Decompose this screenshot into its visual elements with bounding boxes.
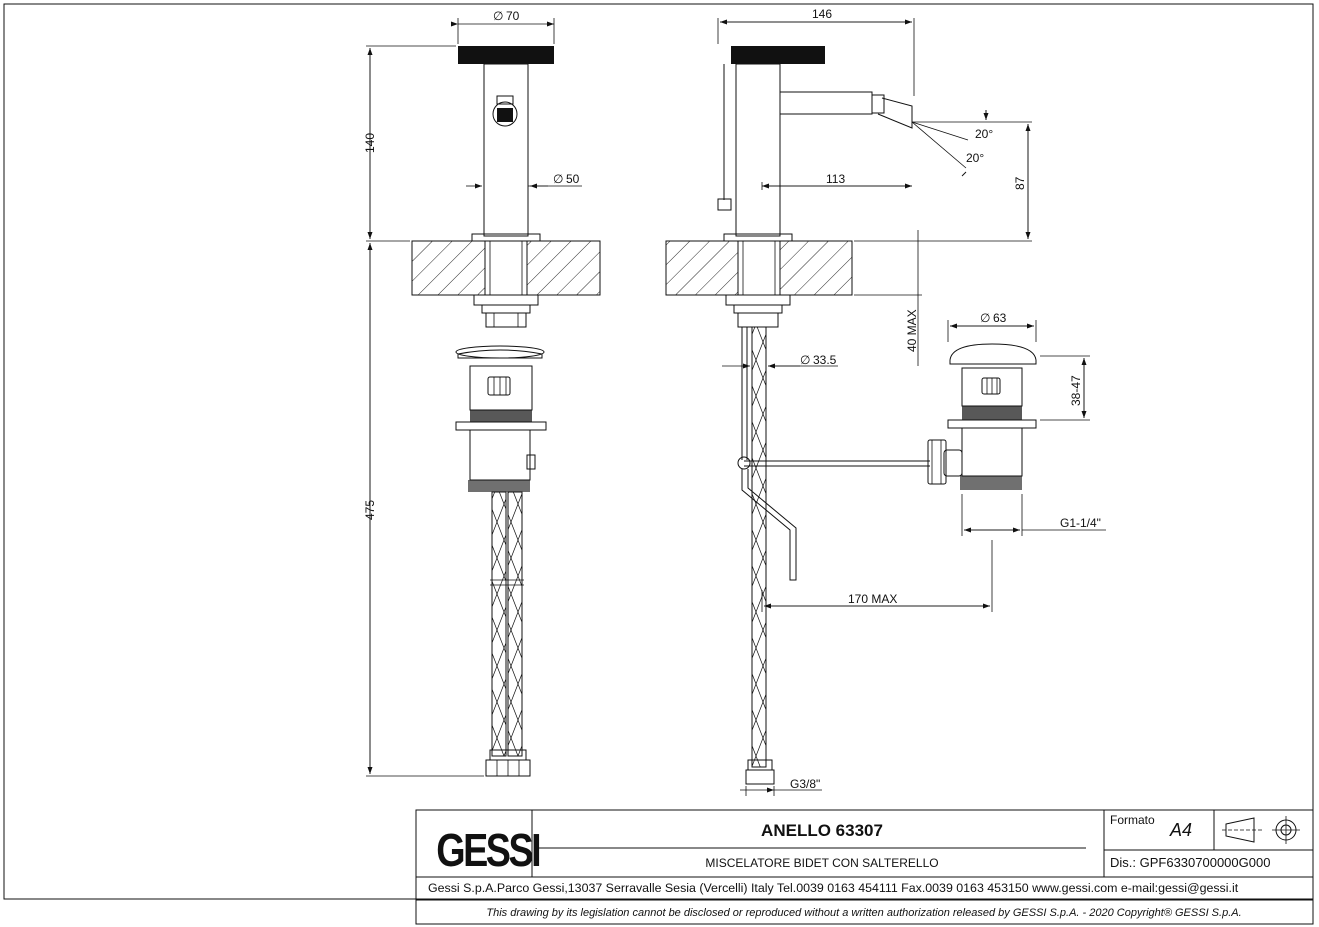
product-name: ANELLO 63307 xyxy=(761,821,883,840)
dim-146: 146 xyxy=(812,7,832,21)
dim-diameter-symbol-4: ∅ xyxy=(980,311,990,325)
formato-value: A4 xyxy=(1169,820,1192,840)
formato-label: Formato xyxy=(1110,813,1155,827)
dim-50: 50 xyxy=(566,172,580,186)
dim-140: 140 xyxy=(363,133,377,153)
side-view xyxy=(665,46,930,785)
dim-113: 113 xyxy=(826,172,845,186)
front-dimensions: ∅ 70 140 475 ∅ 50 xyxy=(363,9,582,777)
dim-87: 87 xyxy=(1013,176,1027,190)
dim-70: 70 xyxy=(506,9,520,23)
dim-38-47: 38-47 xyxy=(1069,375,1083,406)
product-description: MISCELATORE BIDET CON SALTERELLO xyxy=(705,856,938,870)
dim-40-max: 40 MAX xyxy=(905,309,919,352)
waste-detail xyxy=(927,343,1037,490)
title-block: GESSI ANELLO 63307 MISCELATORE BIDET CON… xyxy=(415,809,1314,925)
angle-20-bottom: 20° xyxy=(966,151,984,165)
dim-475: 475 xyxy=(363,500,377,520)
drawing-border xyxy=(3,3,1314,900)
legal-notice: This drawing by its legislation cannot b… xyxy=(486,907,1241,919)
dim-diameter-symbol: ∅ xyxy=(493,9,503,23)
side-handle xyxy=(731,46,825,64)
projection-symbol-icon xyxy=(1222,816,1300,844)
gessi-logo: GESSI xyxy=(436,824,539,875)
angle-20-top: 20° xyxy=(975,127,993,141)
dim-63: 63 xyxy=(993,311,1007,325)
waste-dimensions: ∅ 63 38-47 G1-1/4" xyxy=(947,311,1106,536)
dim-diameter-symbol-3: ∅ xyxy=(800,353,810,367)
dim-33-5: 33.5 xyxy=(813,353,837,367)
dim-g3-8: G3/8" xyxy=(790,777,820,791)
front-handle xyxy=(458,46,554,64)
dim-diameter-symbol-2: ∅ xyxy=(553,172,563,186)
company-info: Gessi S.p.A.Parco Gessi,13037 Serravalle… xyxy=(428,881,1239,895)
side-dimensions: 146 113 20° 20° 87 40 MAX ∅ 33.5 170 MAX xyxy=(717,7,1032,796)
dim-g1-1-4: G1-1/4" xyxy=(1060,516,1101,530)
front-view xyxy=(411,46,601,777)
dim-170-max: 170 MAX xyxy=(848,592,897,606)
drawing-number: Dis.: GPF6330700000G000 xyxy=(1110,855,1270,870)
